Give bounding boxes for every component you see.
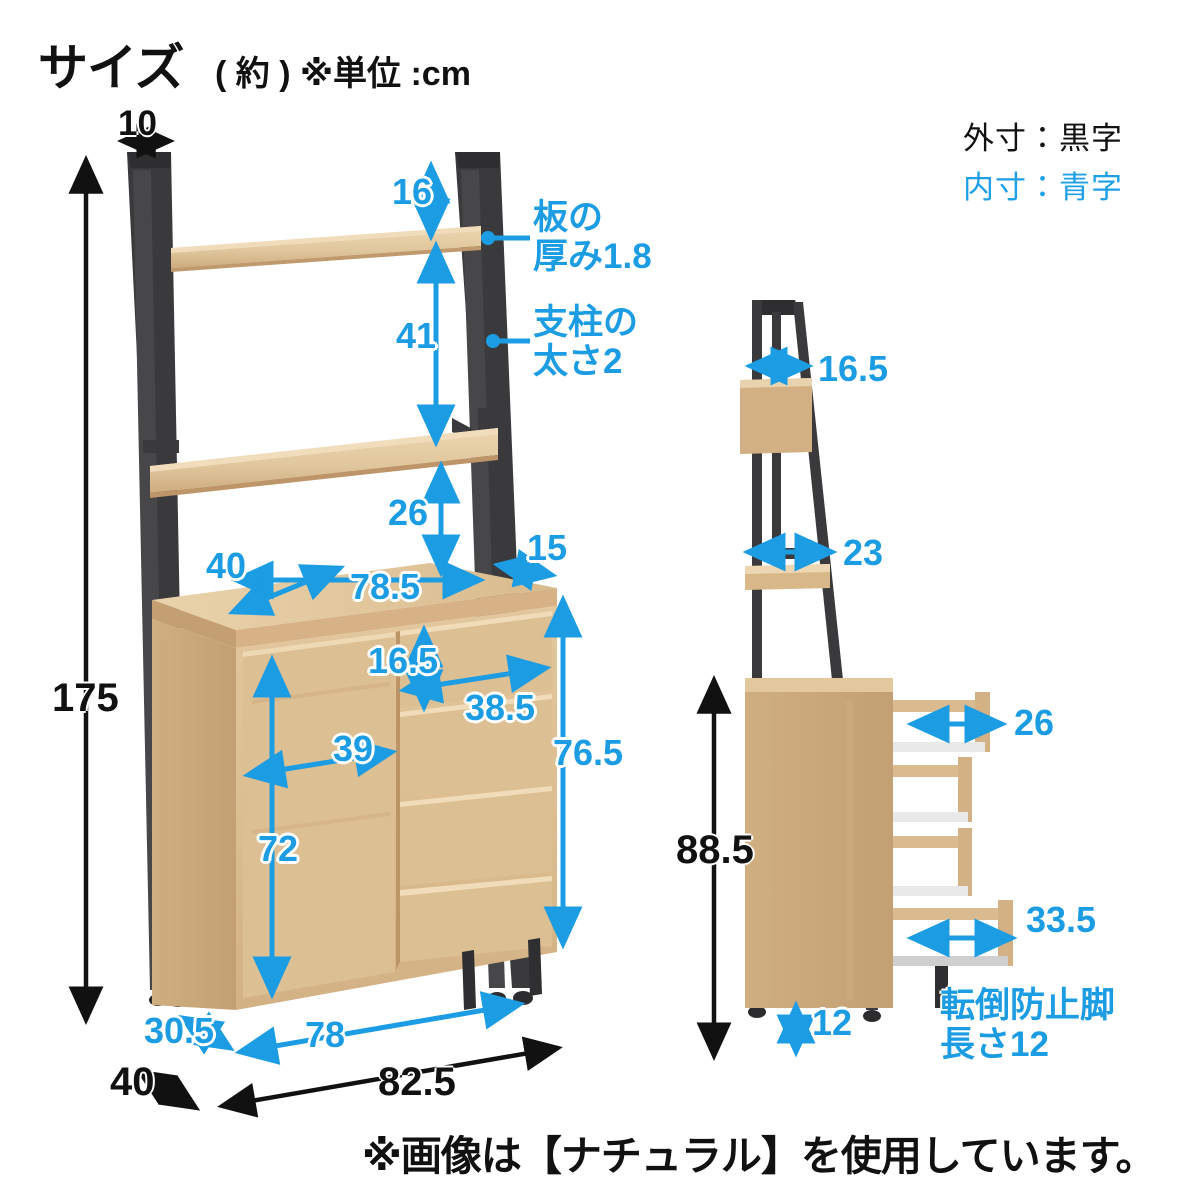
cabinet-door-left — [243, 632, 395, 998]
side-shelf-upper — [740, 378, 812, 454]
dimline-38-5 — [398, 654, 552, 704]
dim-base-depth-inner: 30.5 — [144, 1010, 215, 1051]
front-view-dimension-lines — [178, 160, 583, 1065]
shelf-board-upper — [171, 226, 481, 272]
side-cabinet-body — [745, 678, 893, 1008]
front-view-outer-dimensions — [68, 123, 563, 1118]
page-title: サイズ — [38, 40, 184, 96]
drawer-3 — [400, 786, 552, 886]
note-board-thickness-line2: 厚み1.8 — [533, 237, 652, 277]
note-post-thickness-line1: 支柱の — [533, 303, 639, 342]
dim-door-inner-width: 39 — [333, 728, 374, 769]
dim-drawer-inner-width: 38.5 — [465, 687, 536, 728]
side-view-dimension-lines — [742, 346, 1018, 1058]
dim-post-width: 10 — [118, 104, 157, 143]
note-anti-tip-leg-line1: 転倒防止脚 — [940, 986, 1116, 1025]
dim-cabinet-height: 76.5 — [553, 732, 624, 773]
note-anti-tip-leg: 転倒防止脚 長さ12 — [940, 986, 1115, 1064]
legend-inner: 内寸：青字 — [963, 170, 1123, 205]
front-view-callouts — [481, 231, 530, 348]
dim-shelf-width-inner: 78.5 — [350, 566, 421, 607]
side-drawer-sections — [893, 692, 1013, 1008]
dim-leg-clearance: 12 — [812, 1002, 853, 1043]
dim-mid-shelf-gap: 41 — [396, 315, 437, 356]
note-board-thickness-line1: 板の — [533, 198, 604, 237]
dimline-40-outer — [135, 1069, 201, 1111]
dim-shelf-depth-inner: 40 — [206, 545, 247, 586]
dim-side-overhang: 15 — [527, 527, 568, 568]
dimline-40-inner — [227, 564, 346, 616]
dim-door-inner-height: 72 — [258, 828, 299, 869]
image-color-caption: ※画像は【ナチュラル】を使用しています。 — [362, 1133, 1157, 1179]
note-anti-tip-leg-line2: 長さ12 — [940, 1025, 1049, 1065]
note-post-thickness: 支柱の 太さ2 — [533, 303, 638, 381]
dim-cabinet-width: 78 — [305, 1014, 346, 1055]
drawer-4 — [400, 876, 552, 962]
dim-drawer-depth-lower: 33.5 — [1026, 899, 1097, 940]
legend-outer: 外寸：黒字 — [963, 121, 1123, 156]
dimline-82-5 — [217, 1036, 563, 1118]
dim-drawer-face-height: 16.5 — [368, 640, 439, 681]
dim-total-height: 175 — [52, 676, 119, 720]
note-board-thickness: 板の 厚み1.8 — [533, 198, 652, 276]
drawer-section-2 — [893, 757, 972, 822]
drawer-section-4 — [893, 900, 1013, 966]
anti-tip-leg — [935, 966, 948, 1008]
dim-mid-frame-depth: 23 — [843, 532, 884, 573]
cabinet-side-panel — [152, 618, 236, 1010]
dim-drawer-depth-upper: 26 — [1014, 702, 1055, 743]
dimline-78 — [234, 991, 526, 1065]
dim-top-frame-depth: 16.5 — [818, 348, 889, 389]
dim-top-shelf-gap: 16 — [392, 171, 433, 212]
drawer-2 — [400, 694, 552, 798]
note-post-thickness-line2: 太さ2 — [533, 342, 623, 382]
dim-low-shelf-gap: 26 — [388, 492, 429, 533]
side-view-group — [740, 300, 1013, 1022]
shelf-board-middle — [150, 428, 498, 498]
dimline-15 — [492, 548, 558, 592]
dim-total-depth: 40 — [110, 1060, 155, 1104]
dim-cabinet-side-height: 88.5 — [676, 828, 754, 872]
drawer-section-3 — [893, 828, 972, 896]
dim-total-width: 82.5 — [378, 1060, 456, 1104]
page-title-sub: ( 約 ) ※単位 :cm — [215, 55, 471, 93]
side-shelf-middle — [745, 564, 830, 590]
